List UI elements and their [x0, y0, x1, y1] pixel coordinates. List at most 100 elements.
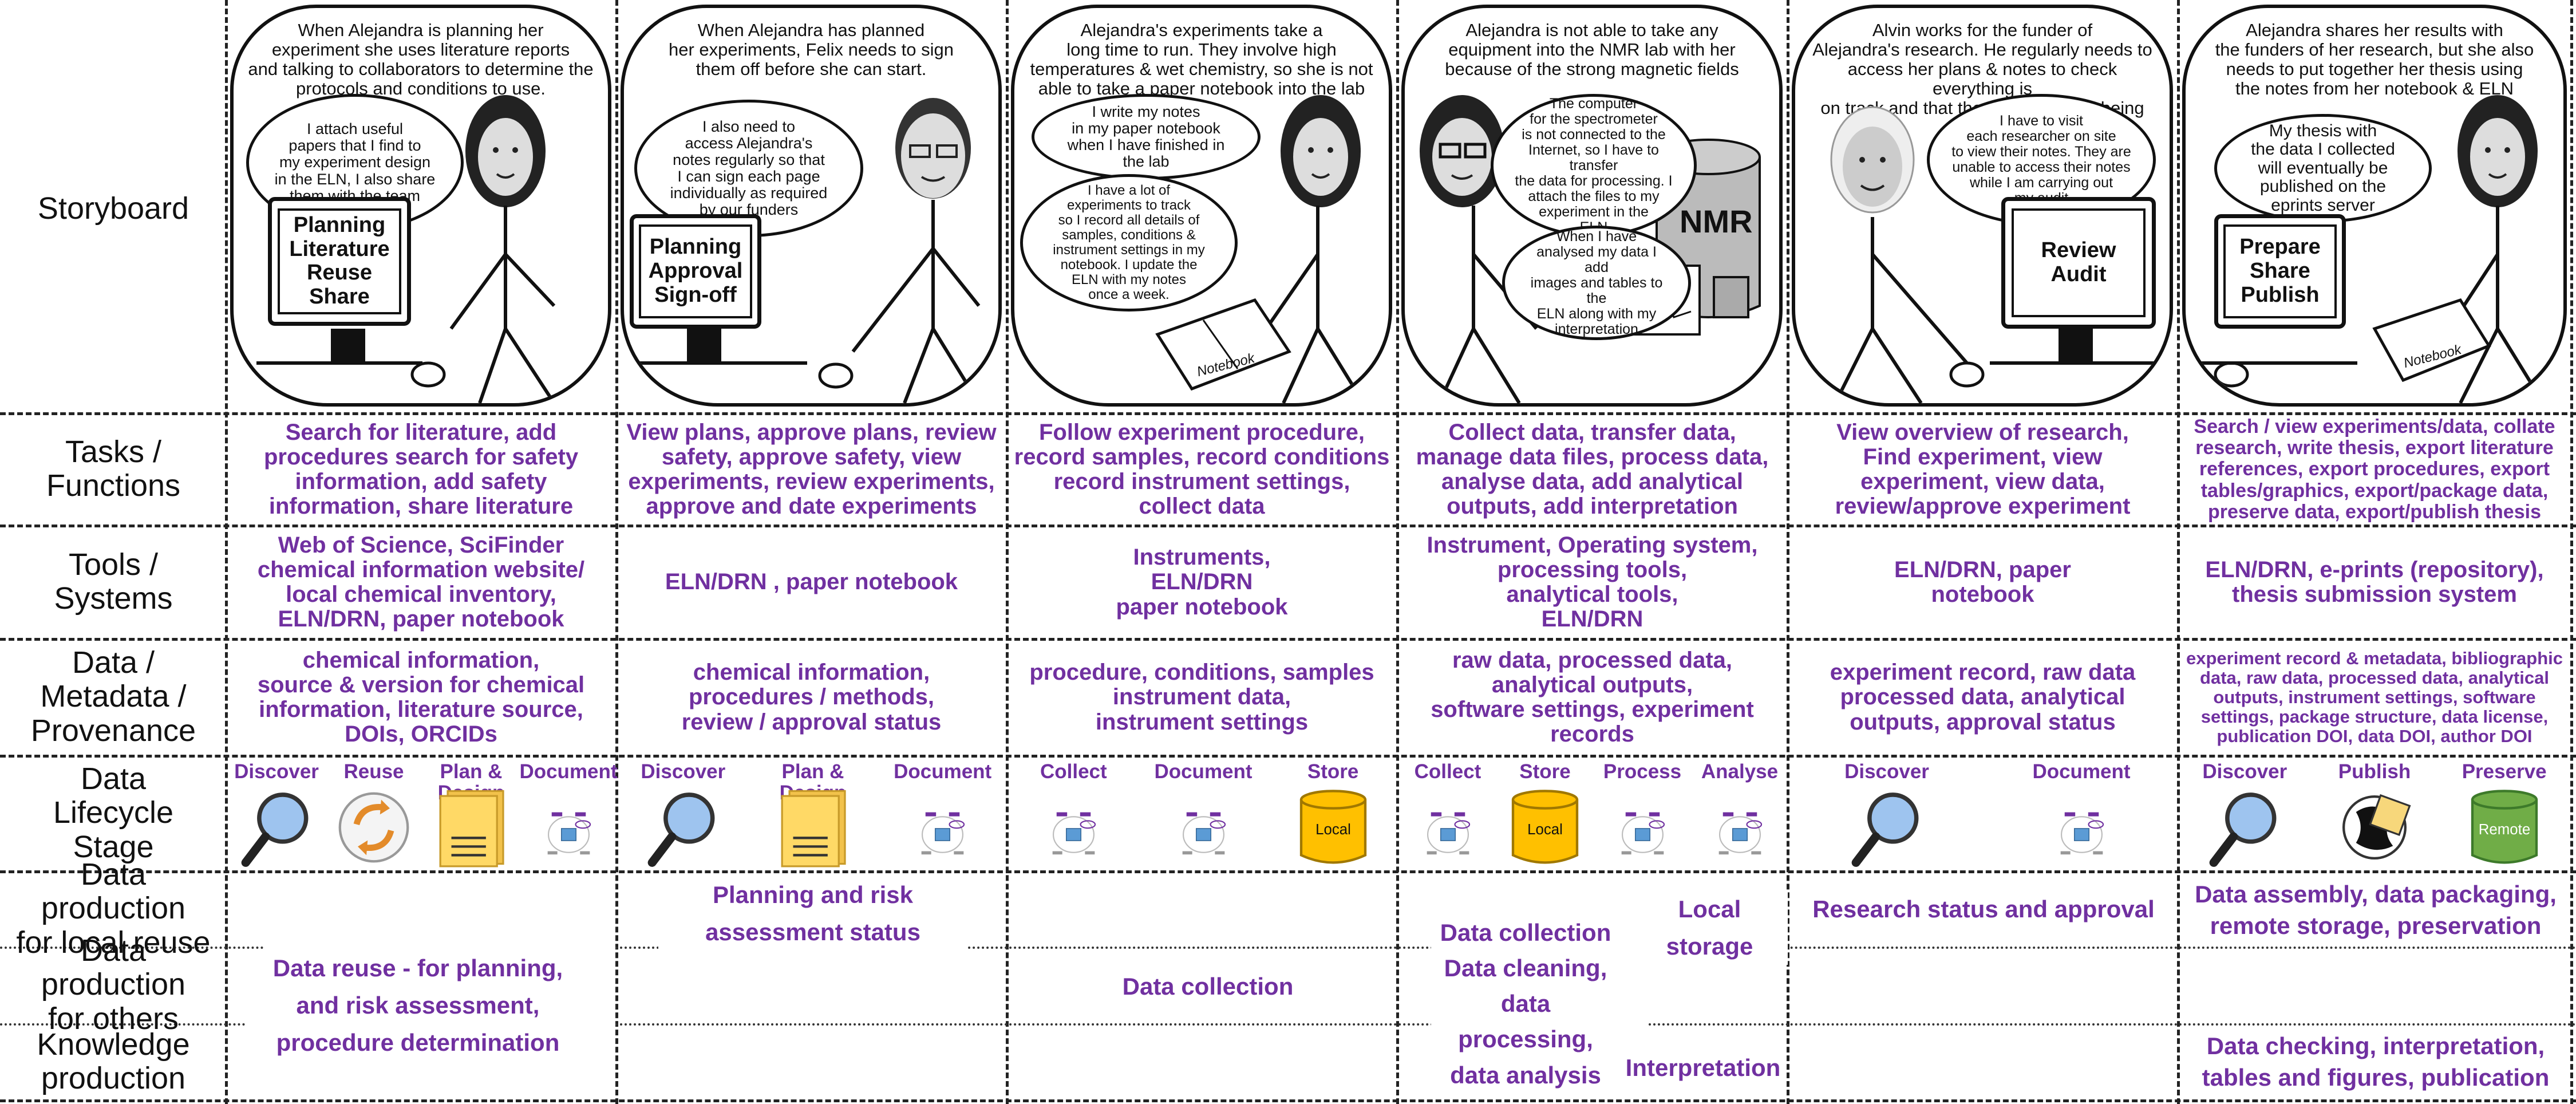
- column-divider: [2570, 0, 2573, 1104]
- row-divider: [0, 1099, 2576, 1102]
- production-c4: Data collection Data cleaning, data proc…: [1431, 915, 1620, 1093]
- lifecycle-stage-label: Collect: [1040, 760, 1107, 783]
- tools-cell-1: Web of Science, SciFinder chemical infor…: [257, 532, 585, 632]
- local-database-icon: Local: [1296, 787, 1370, 870]
- storyboard-panel-3: Alejandra's experiments take a long time…: [1011, 5, 1392, 407]
- tasks-cell-6: Search / view experiments/data, collate …: [2194, 415, 2555, 523]
- monitor-label: Review Audit: [2012, 208, 2146, 317]
- tools-cell-4: Instrument, Operating system, processing…: [1427, 532, 1758, 632]
- speech-bubble: The computer for the spectrometer is not…: [1491, 94, 1697, 237]
- storyboard-panel-2: When Alejandra has planned her experimen…: [621, 5, 1002, 407]
- remote-database-icon: Remote: [2467, 787, 2542, 870]
- row-label-knowledge: Knowledge production: [37, 1027, 190, 1095]
- magnifier-icon: [646, 787, 720, 870]
- production-c1: Data reuse - for planning, and risk asse…: [246, 949, 590, 1062]
- production-c4-interpretation: Interpretation: [1620, 1049, 1786, 1087]
- row-label-tasks: Tasks / Functions: [46, 434, 181, 503]
- recycle-icon: [337, 787, 411, 870]
- row-separator: [615, 947, 1457, 949]
- database-label: Local: [1527, 822, 1563, 838]
- lifecycle-diagram-icon: [1049, 807, 1098, 865]
- monitor-label: Prepare Share Publish: [2223, 224, 2337, 319]
- monitor-label: Planning Literature Reuse Share: [278, 208, 401, 315]
- tools-cell-2: ELN/DRN , paper notebook: [665, 569, 958, 595]
- row-divider: [0, 412, 2576, 415]
- row-separator: [0, 947, 263, 949]
- alejandra-face-icon: [465, 95, 546, 207]
- alejandra-face-icon: [1281, 95, 1361, 207]
- column-divider: [1006, 0, 1009, 1104]
- stick-figure-notebook-icon: [2191, 206, 2545, 403]
- data-cell-6: experiment record & metadata, bibliograp…: [2186, 648, 2563, 747]
- lifecycle-stage-label: Store: [1307, 760, 1359, 783]
- database-label: Local: [1315, 822, 1351, 838]
- lifecycle-diagram-icon: [918, 807, 967, 865]
- row-label-local-reuse: Data production for local reuse: [16, 857, 211, 960]
- panel-caption: When Alejandra is planning her experimen…: [248, 20, 594, 99]
- lifecycle-stage-label: Analyse: [1701, 760, 1779, 783]
- lifecycle-stage-label: Document: [1154, 760, 1253, 783]
- row-separator: [0, 1023, 263, 1026]
- stick-figure-icon: [635, 200, 981, 403]
- row-label-data: Data / Metadata / Provenance: [30, 645, 196, 748]
- alvin-face-icon: [1830, 106, 1915, 214]
- production-c5: Research status and approval: [1803, 890, 2164, 928]
- row-divider: [0, 638, 2576, 641]
- row-divider: [0, 870, 2576, 873]
- speech-bubble: When I have analysed my data I add image…: [1502, 226, 1691, 340]
- tasks-cell-1: Search for literature, add procedures se…: [263, 419, 579, 519]
- nmr-label: NMR: [1680, 203, 1753, 239]
- lifecycle-stage-label: Preserve: [2462, 760, 2547, 783]
- monitor: Planning Literature Reuse Share: [268, 197, 411, 326]
- column-divider: [615, 0, 618, 1104]
- production-c4-local-storage: Local storage: [1631, 890, 1788, 965]
- production-c2: Planning and risk assessment status: [658, 876, 967, 951]
- lifecycle-stage-label: Document: [894, 760, 992, 783]
- panel-caption: Alejandra shares her results with the fu…: [2215, 20, 2534, 99]
- monitor-label: Planning Approval Sign-off: [638, 224, 753, 319]
- production-c3: Data collection: [1076, 968, 1340, 1006]
- lifecycle-stage-label: Reuse: [343, 760, 404, 783]
- column-divider: [1396, 0, 1399, 1104]
- lifecycle-diagram-icon: [544, 807, 593, 865]
- speech-bubble: I also need to access Alejandra's notes …: [634, 100, 863, 237]
- production-c6-bottom: Data checking, interpretation, tables an…: [2187, 1031, 2565, 1094]
- storyboard-panel-5: Alvin works for the funder of Alejandra'…: [1792, 5, 2173, 407]
- lifecycle-diagram-icon: [2057, 807, 2106, 865]
- lifecycle-stage-label: Store: [1519, 760, 1571, 783]
- tasks-cell-4: Collect data, transfer data, manage data…: [1416, 419, 1769, 519]
- database-label: Remote: [2478, 822, 2530, 838]
- storyboard-panel-6: Alejandra shares her results with the fu…: [2182, 5, 2567, 407]
- document-stack-icon: [434, 787, 508, 870]
- data-cell-4: raw data, processed data, analytical out…: [1431, 647, 1754, 747]
- lifecycle-stage-label: Document: [2032, 760, 2131, 783]
- document-stack-icon: [776, 787, 850, 870]
- stick-figure-icon: [1834, 217, 2162, 403]
- lifecycle-stage-label: Discover: [641, 760, 726, 783]
- lifecycle-stage-label: Process: [1603, 760, 1682, 783]
- felix-face-icon: [895, 98, 971, 199]
- panel-caption: When Alejandra has planned her experimen…: [669, 20, 954, 80]
- row-label-tools: Tools / Systems: [54, 547, 173, 616]
- row-separator: [1649, 1023, 2576, 1026]
- column-divider: [225, 0, 228, 1104]
- lifecycle-diagram-icon: [1424, 807, 1472, 865]
- data-cell-1: chemical information, source & version f…: [257, 647, 585, 747]
- tasks-cell-3: Follow experiment procedure, record samp…: [1014, 419, 1390, 519]
- speech-bubble: I write my notes in my paper notebook wh…: [1032, 94, 1261, 180]
- tools-cell-3: Instruments, ELN/DRN paper notebook: [1116, 545, 1288, 620]
- production-c6-top: Data assembly, data packaging, remote st…: [2187, 879, 2565, 942]
- row-separator: [615, 1023, 1457, 1026]
- storyboard-panel-4: Alejandra is not able to take any equipm…: [1401, 5, 1783, 407]
- row-divider: [0, 755, 2576, 758]
- magnifier-icon: [2207, 787, 2282, 870]
- magnifier-icon: [1850, 787, 1924, 870]
- lifecycle-diagram-icon: [1716, 807, 1764, 865]
- panel-caption: Alejandra's experiments take a long time…: [1030, 20, 1373, 99]
- alejandra-face-icon: [2458, 95, 2538, 207]
- tools-cell-5: ELN/DRN, paper notebook: [1894, 557, 2071, 607]
- storyboard-panel-1: When Alejandra is planning her experimen…: [230, 5, 611, 407]
- stick-figure-icon: [256, 206, 556, 403]
- row-label-lifecycle: Data Lifecycle Stage: [53, 761, 174, 864]
